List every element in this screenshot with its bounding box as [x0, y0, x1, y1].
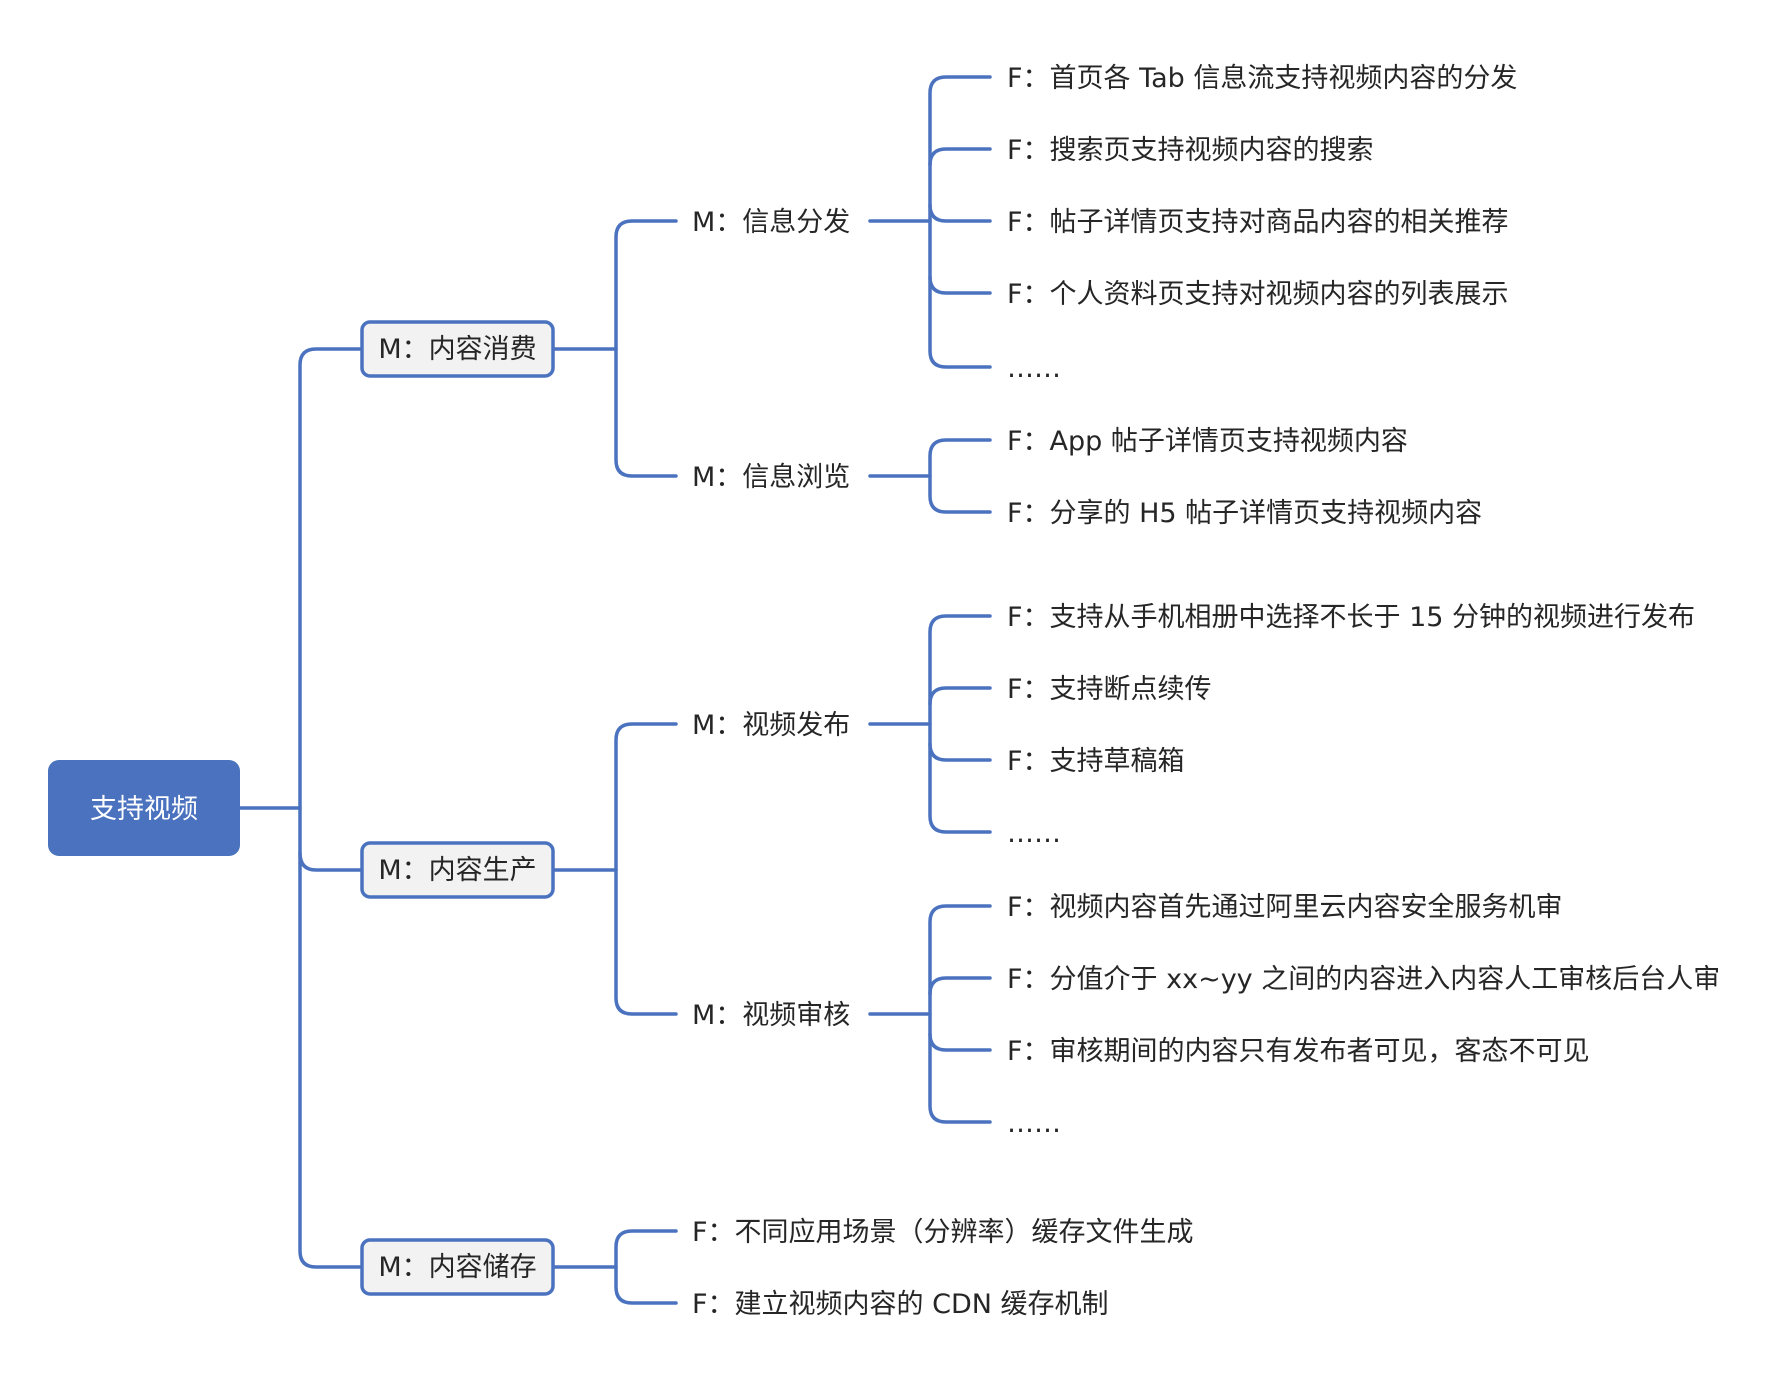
feature-item[interactable]: F：支持草稿箱 — [1007, 746, 1185, 777]
feature-item[interactable]: F：首页各 Tab 信息流支持视频内容的分发 — [1007, 63, 1517, 94]
module-content-storage[interactable]: M：内容储存 — [360, 1238, 555, 1296]
feature-item[interactable]: F：不同应用场景（分辨率）缓存文件生成 — [692, 1217, 1194, 1248]
feature-item[interactable]: F：帖子详情页支持对商品内容的相关推荐 — [1007, 207, 1509, 238]
feature-item[interactable]: F：分享的 H5 帖子详情页支持视频内容 — [1007, 498, 1482, 529]
module-content-production[interactable]: M：内容生产 — [360, 841, 555, 899]
feature-item[interactable]: F：搜索页支持视频内容的搜索 — [1007, 135, 1374, 166]
feature-item[interactable]: F：视频内容首先通过阿里云内容安全服务机审 — [1007, 892, 1563, 923]
submodule-video-review[interactable]: M：视频审核 — [692, 1000, 850, 1031]
submodule-info-distribution[interactable]: M：信息分发 — [692, 207, 850, 238]
feature-item[interactable]: F：分值介于 xx~yy 之间的内容进入内容人工审核后台人审 — [1007, 964, 1720, 995]
feature-item[interactable]: F：个人资料页支持对视频内容的列表展示 — [1007, 279, 1509, 310]
feature-item[interactable]: F：支持断点续传 — [1007, 674, 1212, 705]
feature-item[interactable]: F：审核期间的内容只有发布者可见，客态不可见 — [1007, 1036, 1590, 1067]
module-label: M：内容生产 — [378, 855, 536, 886]
ellipsis-item[interactable]: …… — [1007, 818, 1061, 849]
connector-lines — [238, 75, 992, 1305]
module-label: M：内容消费 — [378, 334, 536, 365]
submodule-video-publish[interactable]: M：视频发布 — [692, 710, 850, 741]
submodule-info-browsing[interactable]: M：信息浏览 — [692, 462, 850, 493]
ellipsis-item[interactable]: …… — [1007, 353, 1061, 384]
root-label: 支持视频 — [90, 794, 198, 825]
ellipsis-item[interactable]: …… — [1007, 1108, 1061, 1139]
module-content-consumption[interactable]: M：内容消费 — [360, 320, 555, 378]
feature-item[interactable]: F：支持从手机相册中选择不长于 15 分钟的视频进行发布 — [1007, 602, 1695, 633]
root-node[interactable]: 支持视频 — [48, 760, 240, 856]
module-label: M：内容储存 — [378, 1252, 536, 1283]
feature-item[interactable]: F：App 帖子详情页支持视频内容 — [1007, 426, 1408, 457]
feature-item[interactable]: F：建立视频内容的 CDN 缓存机制 — [692, 1289, 1109, 1320]
